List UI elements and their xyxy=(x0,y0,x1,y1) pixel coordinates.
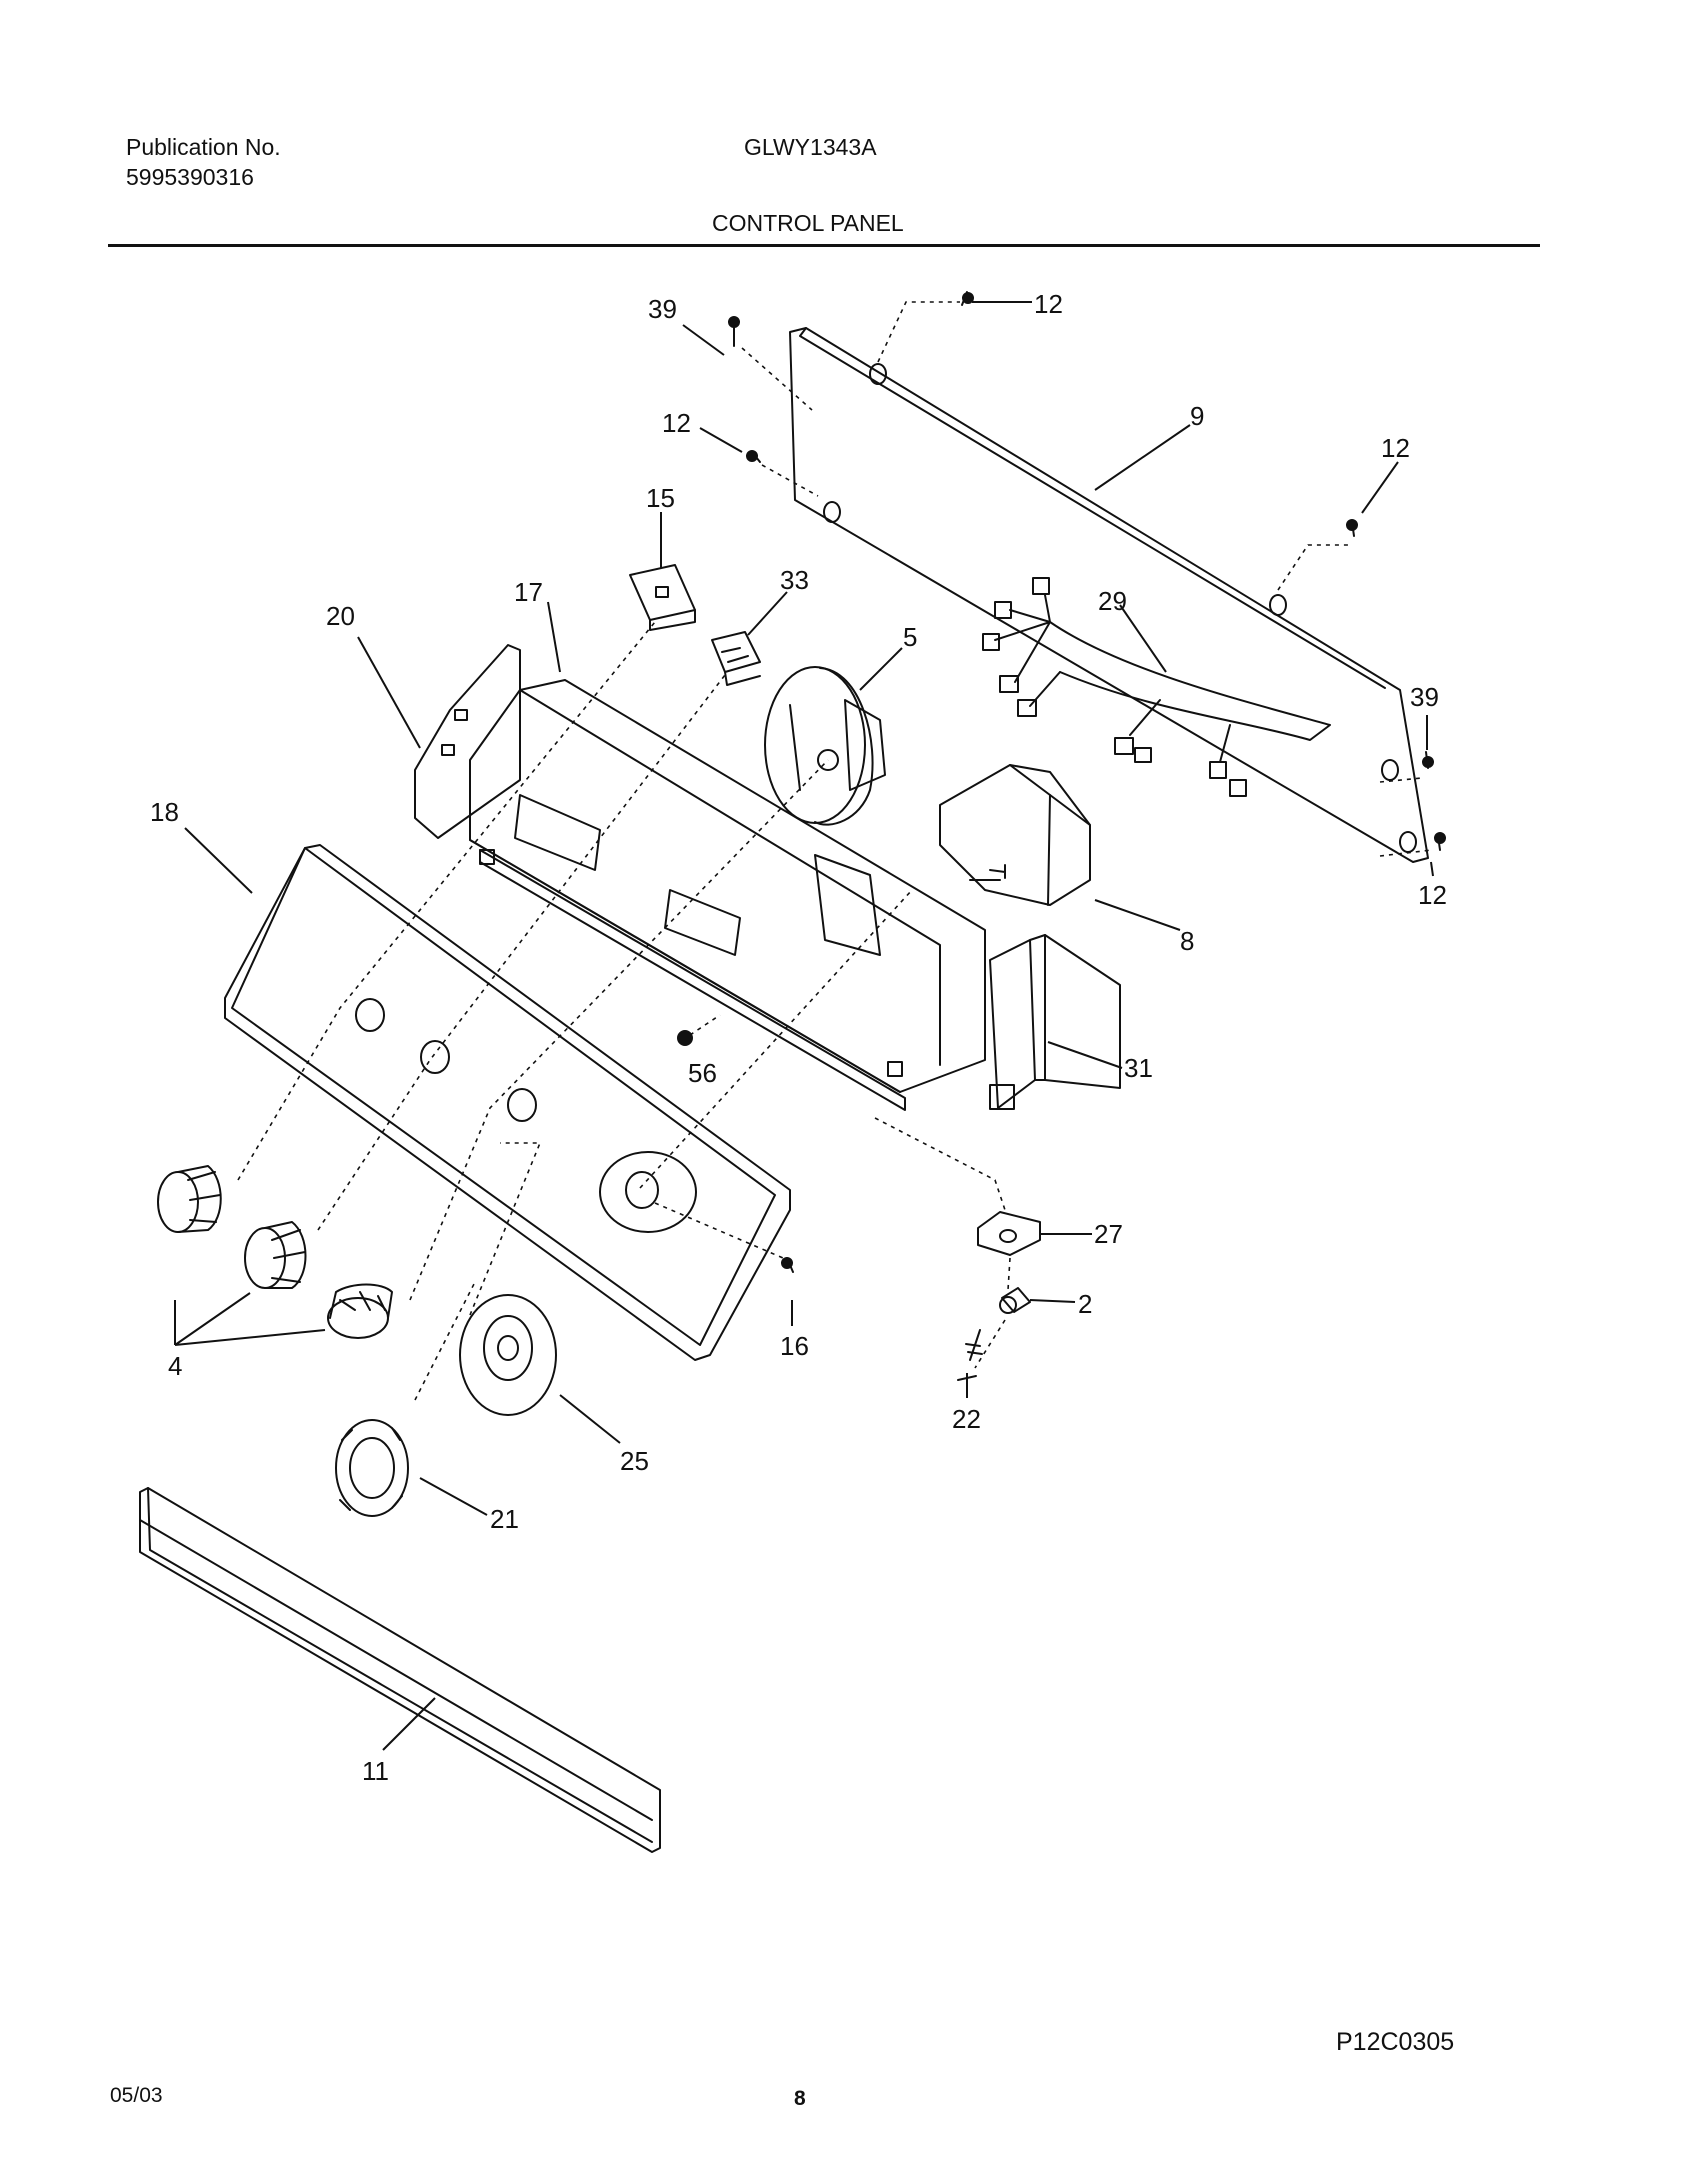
connector-block-part-33 xyxy=(711,631,761,686)
callout-18: 18 xyxy=(150,797,179,827)
callout-29: 29 xyxy=(1098,586,1127,616)
rear-panel-part-9 xyxy=(789,327,1429,863)
diagram-code: P12C0305 xyxy=(1336,2028,1455,2056)
screw-part-16 xyxy=(781,1257,794,1273)
callout-27: 27 xyxy=(1094,1219,1123,1249)
left-end-cap-part-20 xyxy=(414,644,521,839)
screw-part-56 xyxy=(677,1030,693,1046)
console-frame-part-17 xyxy=(469,679,986,1111)
ring-knob-part-21 xyxy=(335,1419,409,1517)
callout-33: 33 xyxy=(780,565,809,595)
page-number: 8 xyxy=(794,2087,806,2110)
callout-31: 31 xyxy=(1124,1053,1153,1083)
callout-12: 12 xyxy=(662,408,691,438)
callout-labels: 39 12 12 9 12 15 33 17 20 5 29 39 12 18 … xyxy=(150,289,1447,1786)
screw-part-39-top xyxy=(728,316,740,347)
screw-part-12-bottom xyxy=(1434,832,1446,851)
callout-2: 2 xyxy=(1078,1289,1092,1319)
knob-part-4-c xyxy=(327,1283,393,1339)
selector-part-5 xyxy=(764,666,886,826)
screw-part-12-top xyxy=(961,291,974,306)
trim-strip-part-11 xyxy=(139,1487,661,1853)
callout-25: 25 xyxy=(620,1446,649,1476)
callout-20: 20 xyxy=(326,601,355,631)
publication-number: 5995390316 xyxy=(126,164,254,190)
callout-12: 12 xyxy=(1418,880,1447,910)
alignment-lines xyxy=(237,301,1433,1401)
screw-part-12-right xyxy=(1346,519,1358,537)
callout-4: 4 xyxy=(168,1351,182,1381)
callout-17: 17 xyxy=(514,577,543,607)
callout-39: 39 xyxy=(648,294,677,324)
callout-5: 5 xyxy=(903,622,917,652)
callout-8: 8 xyxy=(1180,926,1194,956)
callout-15: 15 xyxy=(646,483,675,513)
knob-part-4-b xyxy=(244,1221,307,1289)
callout-39: 39 xyxy=(1410,682,1439,712)
wiring-harness-part-29 xyxy=(982,577,1331,797)
model-number: GLWY1343A xyxy=(744,134,877,160)
screw-part-22 xyxy=(957,1329,983,1381)
control-panel-part-18 xyxy=(224,844,791,1361)
knob-part-4-a xyxy=(157,1165,222,1233)
screw-part-39-right xyxy=(1422,751,1434,769)
callout-9: 9 xyxy=(1190,401,1204,431)
section-title: CONTROL PANEL xyxy=(712,210,904,236)
publication-label: Publication No. xyxy=(126,134,281,160)
callout-16: 16 xyxy=(780,1331,809,1361)
screw-part-12-left xyxy=(746,450,761,463)
spacer-part-2 xyxy=(999,1287,1031,1314)
callout-11: 11 xyxy=(362,1756,389,1786)
right-end-cap-part-31 xyxy=(989,934,1121,1110)
disk-part-25 xyxy=(459,1294,557,1416)
callout-12: 12 xyxy=(1034,289,1063,319)
callout-21: 21 xyxy=(490,1504,519,1534)
callout-56: 56 xyxy=(688,1058,717,1088)
header-rule xyxy=(108,244,1540,247)
timer-part-8 xyxy=(939,764,1091,906)
bracket-part-27 xyxy=(977,1211,1041,1256)
leader-lines xyxy=(174,301,1434,1751)
callout-12: 12 xyxy=(1381,433,1410,463)
callout-22: 22 xyxy=(952,1404,981,1434)
switch-part-15 xyxy=(629,564,696,631)
publication-date: 05/03 xyxy=(110,2084,163,2107)
